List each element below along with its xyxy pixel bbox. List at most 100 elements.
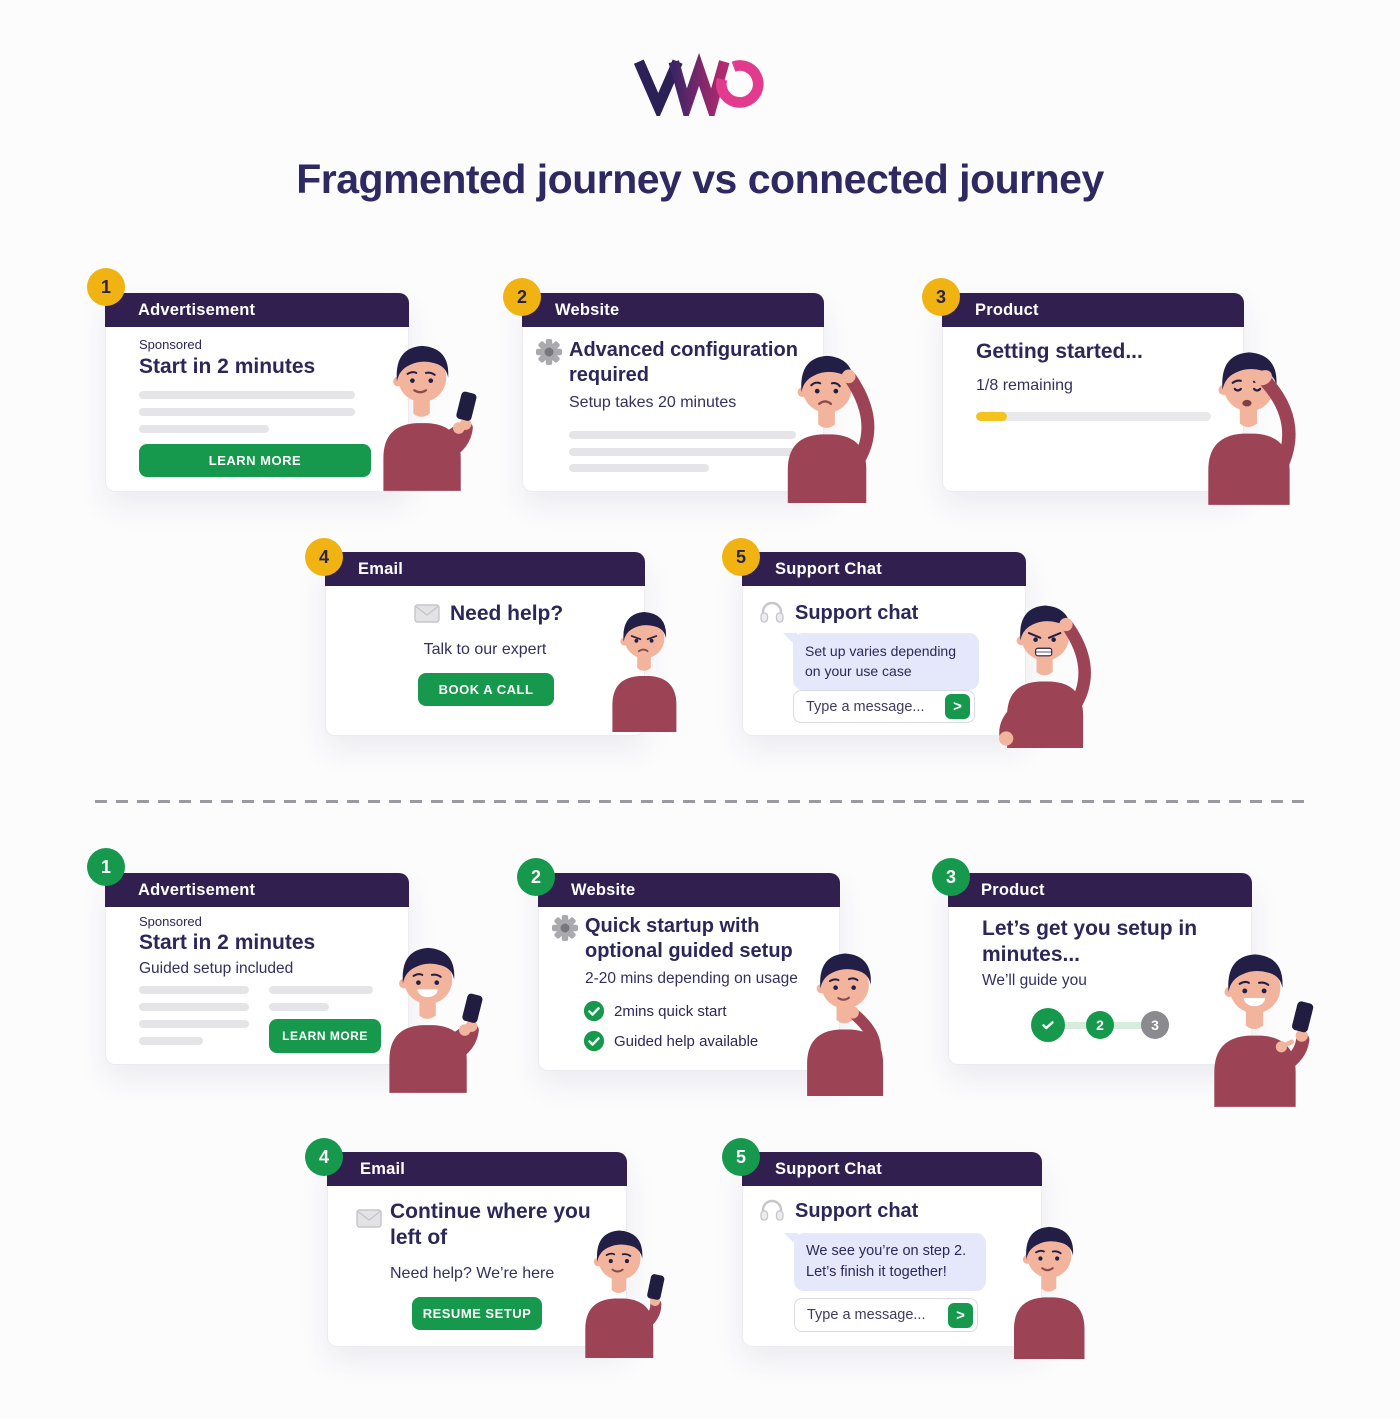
envelope-icon <box>414 604 440 623</box>
checklist-item: 2mins quick start <box>583 1000 727 1022</box>
step-badge-fragmented-3: 3 <box>922 278 960 316</box>
section-divider <box>95 800 1307 803</box>
check-icon <box>583 1000 605 1022</box>
person-happy-pointing-phone-illustration <box>1214 954 1314 1107</box>
checklist-label: Guided help available <box>614 1032 759 1050</box>
page-title: Fragmented journey vs connected journey <box>296 156 1104 202</box>
ad-subtext: Guided setup included <box>139 960 294 977</box>
placeholder-line <box>139 391 355 399</box>
channel-label: Website <box>555 301 620 319</box>
book-a-call-button[interactable]: BOOK A CALL <box>418 673 554 706</box>
send-button[interactable]: > <box>945 694 970 719</box>
placeholder-line <box>139 1003 249 1011</box>
channel-label: Email <box>360 1160 406 1178</box>
website-subtext: Setup takes 20 minutes <box>569 394 737 411</box>
card-channel-header: Website <box>538 873 840 907</box>
website-subtext: 2-20 mins depending on usage <box>585 970 798 987</box>
step-connector <box>1111 1022 1147 1029</box>
placeholder-line <box>139 986 249 994</box>
checklist-label: 2mins quick start <box>614 1002 727 1020</box>
envelope-icon <box>356 1209 382 1228</box>
placeholder-line <box>139 1020 249 1028</box>
learn-more-button[interactable]: LEARN MORE <box>269 1019 381 1053</box>
placeholder-line <box>569 448 796 456</box>
placeholder-line <box>139 408 355 416</box>
card-fragmented-email: Email Need help? Talk to our expert BOOK… <box>325 552 645 736</box>
chat-message-input[interactable] <box>805 1306 948 1324</box>
step-badge-connected-5: 5 <box>722 1138 760 1176</box>
checklist-item: Guided help available <box>583 1030 758 1052</box>
person-frustrated-facepalm-illustration <box>1208 352 1296 505</box>
website-headline: Advanced configuration required <box>569 339 798 386</box>
support-chat-headline: Support chat <box>795 602 919 624</box>
support-chat-headline: Support chat <box>795 1200 919 1222</box>
channel-label: Product <box>975 301 1039 319</box>
step-3-circle: 3 <box>1141 1011 1169 1039</box>
step-badge-fragmented-4: 4 <box>305 538 343 576</box>
card-channel-header: Advertisement <box>105 873 409 907</box>
email-headline: Continue where you left of <box>390 1200 591 1250</box>
gear-icon <box>536 339 562 365</box>
card-fragmented-support-chat: Support Chat Support chat Set up varies … <box>742 552 1026 736</box>
placeholder-line <box>269 986 373 994</box>
email-headline: Need help? <box>450 602 564 625</box>
product-subtext: We’ll guide you <box>982 972 1087 989</box>
person-smiling-illustration <box>1013 1226 1085 1359</box>
placeholder-line <box>569 431 796 439</box>
card-channel-header: Product <box>948 873 1252 907</box>
card-channel-header: Support Chat <box>742 1152 1042 1186</box>
card-connected-email: Email Continue where you left of Need he… <box>327 1152 627 1347</box>
channel-label: Support Chat <box>775 1160 882 1178</box>
gear-icon <box>552 915 578 941</box>
person-furious-illustration <box>999 605 1091 748</box>
chat-input-row: > <box>793 690 975 723</box>
sponsored-label: Sponsored <box>139 914 202 929</box>
channel-label: Website <box>571 881 636 899</box>
learn-more-button[interactable]: LEARN MORE <box>139 444 371 477</box>
sponsored-label: Sponsored <box>139 337 202 352</box>
email-subtext: Need help? We’re here <box>390 1265 555 1282</box>
card-channel-header: Support Chat <box>742 552 1026 586</box>
product-headline: Let’s get you setup in minutes... <box>982 917 1198 967</box>
website-headline: Quick startup with optional guided setup <box>585 915 793 962</box>
channel-label: Email <box>358 560 404 578</box>
card-channel-header: Website <box>522 293 824 327</box>
card-channel-header: Product <box>942 293 1244 327</box>
card-connected-website: Website Quick startup with optional guid… <box>538 873 840 1071</box>
placeholder-line <box>139 425 269 433</box>
channel-label: Support Chat <box>775 560 882 578</box>
step-badge-fragmented-2: 2 <box>503 278 541 316</box>
send-button[interactable]: > <box>948 1302 973 1328</box>
person-confused-scratching-head-illustration <box>787 355 875 503</box>
step-done-circle <box>1031 1008 1065 1042</box>
placeholder-line <box>569 464 709 472</box>
person-angry-illustration <box>612 612 677 732</box>
person-smiling-phone-illustration <box>585 1230 665 1358</box>
placeholder-line <box>269 1003 329 1011</box>
card-fragmented-advertisement: Advertisement Sponsored Start in 2 minut… <box>105 293 409 492</box>
step-badge-connected-2: 2 <box>517 858 555 896</box>
check-icon <box>583 1030 605 1052</box>
chat-input-row: > <box>794 1298 978 1332</box>
step-badge-connected-4: 4 <box>305 1138 343 1176</box>
chat-message-input[interactable] <box>804 697 945 716</box>
vwo-logo <box>633 52 767 125</box>
step-badge-fragmented-5: 5 <box>722 538 760 576</box>
person-happy-reading-phone-illustration <box>389 947 483 1093</box>
card-fragmented-website: Website Advanced configuration required … <box>522 293 824 492</box>
email-subtext: Talk to our expert <box>423 641 547 658</box>
ad-headline: Start in 2 minutes <box>139 355 316 378</box>
person-reading-phone-illustration <box>383 345 477 491</box>
channel-label: Product <box>981 881 1045 899</box>
progress-fill <box>976 412 1007 421</box>
chat-message-bubble: Set up varies depending on your use case <box>783 633 979 690</box>
step-badge-connected-1: 1 <box>87 848 125 886</box>
resume-setup-button[interactable]: RESUME SETUP <box>412 1297 542 1330</box>
card-connected-support-chat: Support Chat Support chat We see you’re … <box>742 1152 1042 1347</box>
check-icon <box>1042 1021 1054 1030</box>
channel-label: Advertisement <box>138 881 256 899</box>
card-connected-product: Product Let’s get you setup in minutes..… <box>948 873 1252 1065</box>
card-channel-header: Advertisement <box>105 293 409 327</box>
card-channel-header: Email <box>325 552 645 586</box>
